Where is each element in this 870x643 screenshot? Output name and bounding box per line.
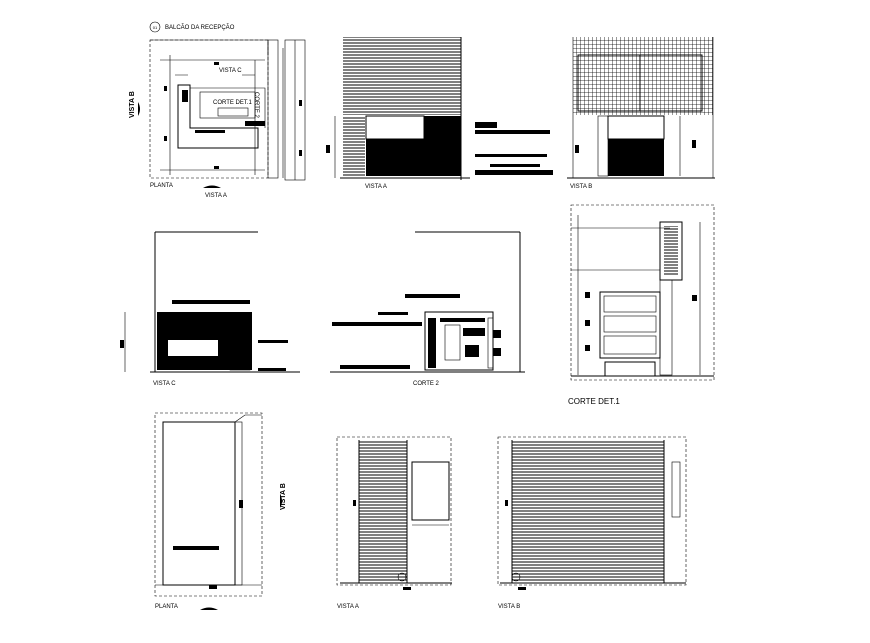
title-badge-circle <box>149 21 161 33</box>
planta-vista-a-marker: VISTA A <box>205 193 227 199</box>
sheet-title: BALCÃO DA RECEPÇÃO <box>165 24 235 31</box>
vista-c-label: VISTA C <box>153 381 176 387</box>
vista-a-bottom-view: VISTA A <box>336 436 452 610</box>
vista-b-bottom-view: VISTA B <box>497 436 687 610</box>
corte-det1-label: CORTE DET.1 <box>568 397 620 406</box>
vista-a-top-label: VISTA A <box>365 184 387 190</box>
planta-bottom-vista-b-marker: VISTA B <box>280 483 287 510</box>
vista-b-top-view: VISTA B <box>567 37 715 190</box>
sheet-title-block: 01 BALCÃO DA RECEPÇÃO <box>149 21 235 33</box>
planta-vista-b-marker: VISTA B <box>129 91 136 118</box>
planta-top-view: VISTA C CORTE DET.1 CORTE 2 PLANTA VISTA… <box>129 39 306 199</box>
corte-2-label: CORTE 2 <box>413 381 440 387</box>
planta-bottom-label: PLANTA <box>155 604 178 610</box>
planta-bottom-view: PLANTA VISTA B <box>154 412 287 610</box>
vista-c-view: VISTA C <box>120 231 300 387</box>
planta-corte2-label: CORTE 2 <box>253 92 259 119</box>
planta-vista-c-label: VISTA C <box>219 68 242 74</box>
title-badge: 01 <box>153 25 158 30</box>
planta-corte-det1-label: CORTE DET.1 <box>213 100 253 106</box>
vista-a-bottom-label: VISTA A <box>337 604 359 610</box>
vista-b-bottom-label: VISTA B <box>498 604 520 610</box>
vista-b-top-label: VISTA B <box>570 184 592 190</box>
corte-2-view: CORTE 2 <box>330 231 525 387</box>
vista-a-top-view: VISTA A <box>326 37 553 190</box>
planta-top-label: PLANTA <box>150 183 173 189</box>
corte-det1-view: CORTE DET.1 <box>568 204 715 406</box>
